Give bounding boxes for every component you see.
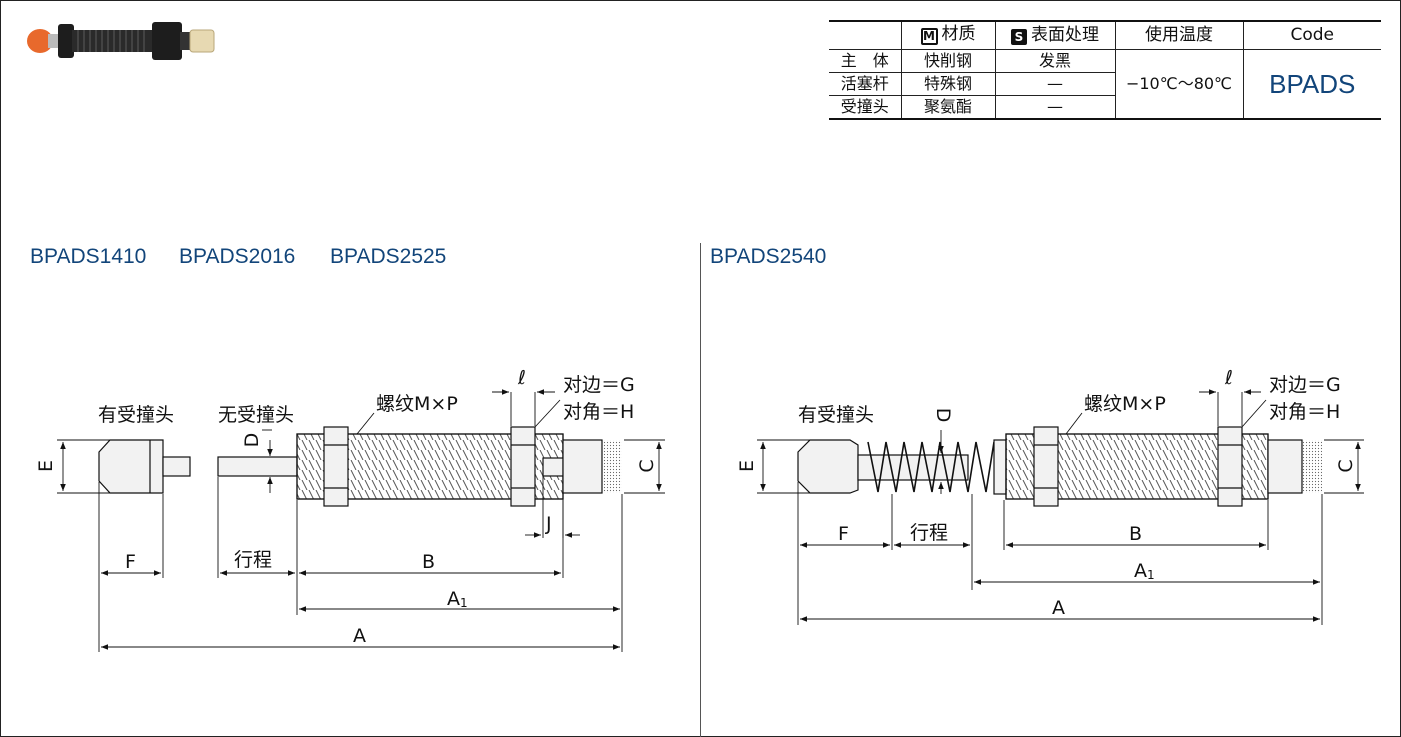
spec-part-body: 主 体 [829, 49, 902, 73]
spec-part-piston-rod: 活塞杆 [829, 72, 902, 96]
right-collar [993, 439, 1007, 495]
left-rod [217, 456, 298, 477]
right-nut-2 [1217, 426, 1243, 507]
right-label-A: A [1052, 597, 1065, 619]
spec-code: BPADS [1242, 49, 1381, 120]
spec-material-cap: 聚氨酯 [900, 95, 996, 120]
left-cap-body [98, 439, 164, 494]
left-cap-rod [162, 456, 191, 477]
right-rod [857, 454, 969, 481]
right-end-plug [1267, 439, 1303, 494]
left-label-ell: ℓ [517, 367, 526, 389]
left-label-B: B [422, 551, 435, 573]
left-end-plug [562, 439, 603, 494]
left-label-C: C [636, 459, 658, 472]
spec-surface-cap: — [994, 95, 1115, 120]
right-label-E: E [736, 460, 758, 472]
spec-surface-body: 发黑 [994, 49, 1116, 73]
right-label-A1: A1 [1134, 560, 1155, 582]
right-knurl [1302, 440, 1322, 493]
right-section-title: BPADS2540 [710, 245, 827, 268]
left-label-thread: 螺纹M×P [376, 393, 458, 415]
right-label-F: F [838, 523, 849, 545]
right-label-C: C [1335, 459, 1357, 472]
left-section-title-1: BPADS1410 [30, 245, 147, 268]
left-label-A: A [353, 625, 366, 647]
left-label-J: J [545, 513, 552, 535]
left-dimensions [57, 389, 665, 652]
left-section-title-2: BPADS2016 [179, 245, 296, 268]
left-label-stroke: 行程 [234, 549, 272, 571]
spec-surface-piston-rod: — [994, 72, 1115, 96]
left-label-with-head: 有受撞头 [98, 404, 174, 426]
right-labels: 有受撞头 螺纹M×P 对边＝G 对角＝H ℓ F 行程 B A1 A E D C [736, 367, 1357, 619]
left-label-E: E [35, 460, 57, 472]
section-divider [700, 243, 701, 737]
right-label-D: D [932, 408, 954, 423]
right-label-stroke: 行程 [910, 522, 948, 544]
left-nut-2 [510, 426, 536, 507]
spec-part-cap: 受撞头 [829, 95, 902, 120]
right-label-B: B [1129, 523, 1142, 545]
left-slot [542, 457, 564, 477]
spec-header-code: Code [1242, 20, 1381, 50]
left-label-D: D [241, 433, 263, 448]
right-spring [867, 441, 995, 493]
right-label-ell: ℓ [1224, 367, 1233, 389]
left-label-without-head: 无受撞头 [218, 404, 294, 426]
surface-mark-icon: S [1011, 28, 1027, 45]
right-label-across-flats: 对边＝G [1269, 374, 1341, 396]
right-drawing [797, 426, 1322, 507]
left-knurl [602, 440, 622, 493]
right-nut-1 [1033, 426, 1059, 507]
left-labels: 有受撞头 无受撞头 螺纹M×P 对边＝G 对角＝H ℓ J F 行程 B A1 … [35, 367, 658, 647]
left-label-across-flats: 对边＝G [563, 374, 635, 396]
material-mark-icon: M [920, 28, 938, 45]
left-label-F: F [125, 551, 136, 573]
left-section-title-3: BPADS2525 [330, 245, 447, 268]
right-label-thread: 螺纹M×P [1084, 393, 1166, 415]
left-drawing [98, 426, 622, 507]
right-label-across-corners: 对角＝H [1269, 401, 1340, 423]
spec-header-blank [829, 20, 902, 50]
spec-material-piston-rod: 特殊钢 [900, 72, 996, 96]
right-dimensions [757, 389, 1364, 625]
left-label-across-corners: 对角＝H [563, 401, 634, 423]
right-label-with-head: 有受撞头 [798, 404, 874, 426]
right-cap-body [797, 439, 859, 494]
left-label-A1: A1 [447, 588, 468, 610]
left-nut-1 [323, 426, 349, 507]
spec-temperature: −10℃～80℃ [1114, 49, 1244, 120]
product-photo [27, 22, 215, 60]
